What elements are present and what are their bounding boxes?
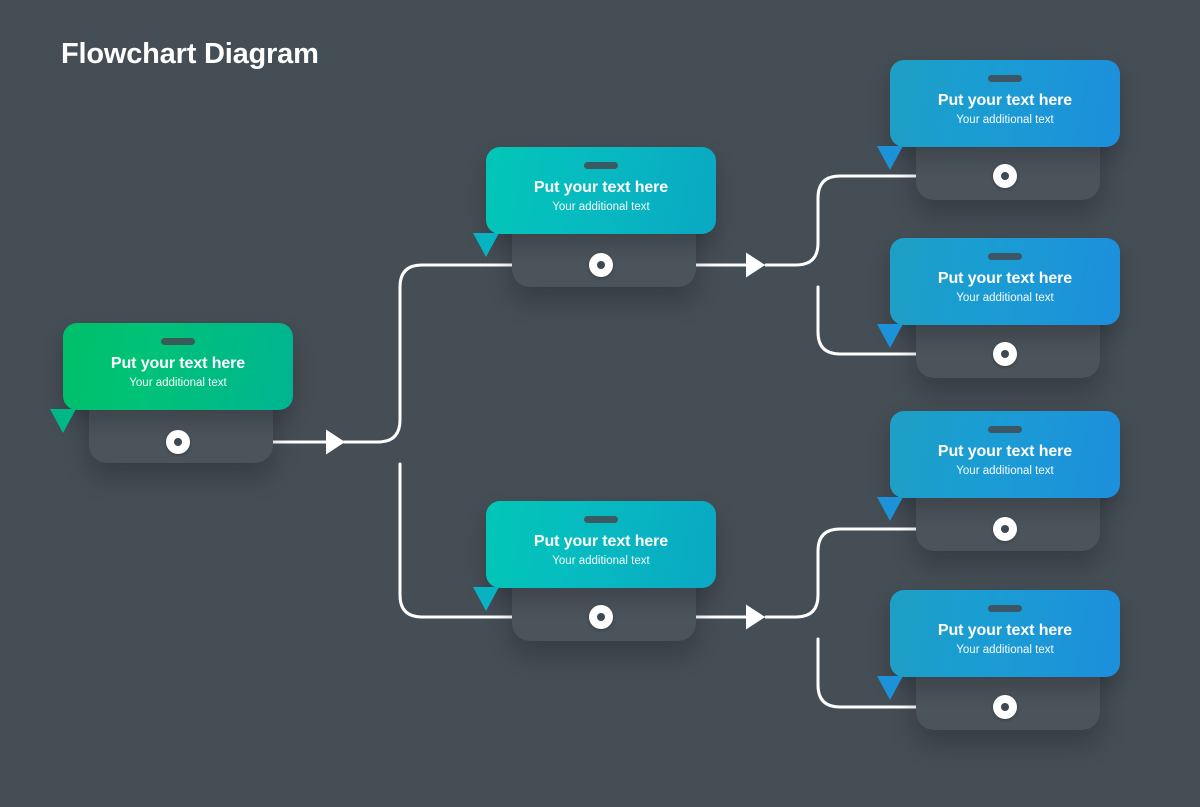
connector-bottom-fan-lower xyxy=(816,637,995,709)
node-subtitle: Your additional text xyxy=(956,644,1054,656)
node-subtitle: Your additional text xyxy=(956,465,1054,477)
node-title: Put your text here xyxy=(110,355,246,372)
node-pointer-icon xyxy=(473,587,499,611)
arrow-root-icon xyxy=(326,429,345,455)
node-title: Put your text here xyxy=(937,622,1073,639)
connector-dot-leaf-4[interactable] xyxy=(993,695,1017,719)
connector-dot-leaf-1[interactable] xyxy=(993,164,1017,188)
node-title: Put your text here xyxy=(937,92,1073,109)
arrow-branch-top-icon xyxy=(746,252,765,278)
node-subtitle: Your additional text xyxy=(552,201,650,213)
node-subtitle: Your additional text xyxy=(956,292,1054,304)
card-handle-icon xyxy=(584,162,618,169)
connector-top-fan-lower xyxy=(816,285,995,356)
connector-dot-branch-bottom[interactable] xyxy=(589,605,613,629)
node-title: Put your text here xyxy=(533,179,669,196)
connector-dot-branch-top[interactable] xyxy=(589,253,613,277)
connector-dot-leaf-2[interactable] xyxy=(993,342,1017,366)
node-title: Put your text here xyxy=(937,270,1073,287)
connector-dot-root[interactable] xyxy=(166,430,190,454)
connector-split-trunk xyxy=(342,263,591,444)
node-pointer-icon xyxy=(50,409,76,433)
node-pointer-icon xyxy=(877,146,903,170)
node-pointer-icon xyxy=(877,676,903,700)
card-handle-icon xyxy=(161,338,195,345)
node-title: Put your text here xyxy=(937,443,1073,460)
page-title: Flowchart Diagram xyxy=(61,38,319,70)
card-handle-icon xyxy=(584,516,618,523)
node-pointer-icon xyxy=(473,233,499,257)
card-handle-icon xyxy=(988,426,1022,433)
card-handle-icon xyxy=(988,75,1022,82)
node-subtitle: Your additional text xyxy=(956,114,1054,126)
node-title: Put your text here xyxy=(533,533,669,550)
connector-dot-leaf-3[interactable] xyxy=(993,517,1017,541)
node-pointer-icon xyxy=(877,324,903,348)
arrow-branch-bottom-icon xyxy=(746,604,765,630)
node-subtitle: Your additional text xyxy=(552,555,650,567)
card-handle-icon xyxy=(988,605,1022,612)
card-handle-icon xyxy=(988,253,1022,260)
connector-bottom-fan-upper xyxy=(764,527,995,619)
connector-top-fan-upper xyxy=(764,174,995,267)
connector-split-trunk-lower xyxy=(398,462,591,619)
node-pointer-icon xyxy=(877,497,903,521)
node-subtitle: Your additional text xyxy=(129,377,227,389)
